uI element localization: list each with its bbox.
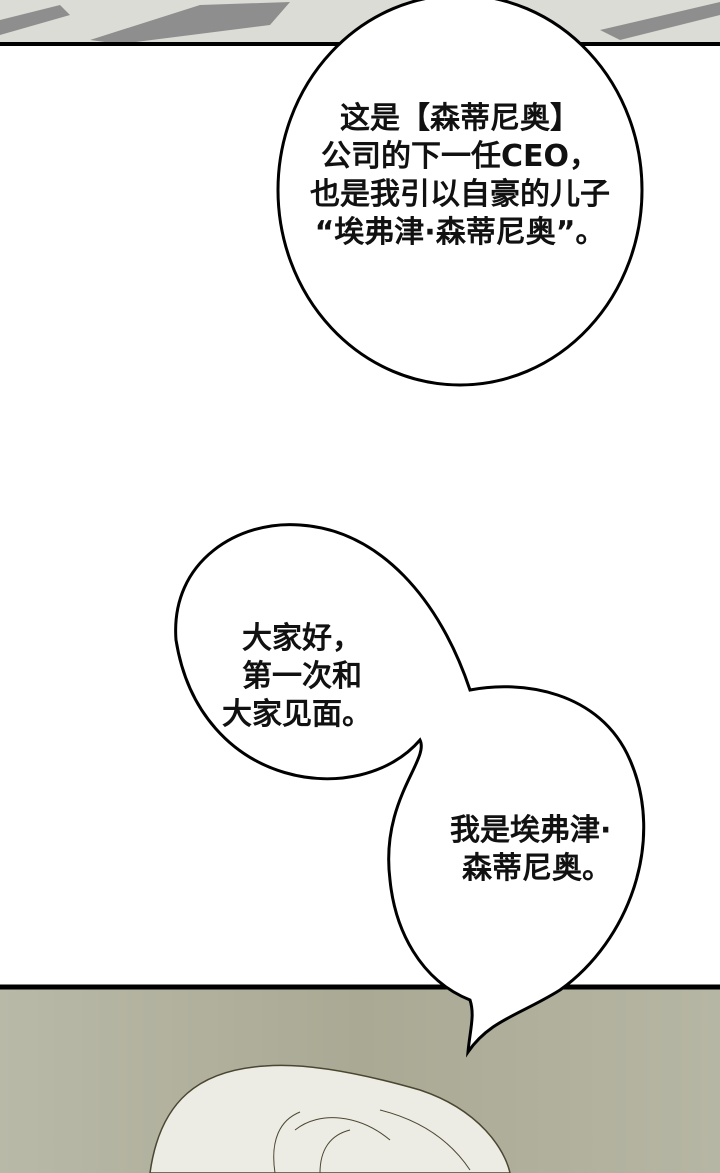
bottom-panel — [0, 984, 720, 1173]
dialogue-line: 大家见面。 — [222, 697, 372, 732]
bubble-top-text: 这是【森蒂尼奥】 公司的下一任CEO， 也是我引以自豪的儿子 “埃弗津·森蒂尼奥… — [280, 100, 640, 252]
bubble-left-text: 大家好， 第一次和 大家见面。 — [222, 620, 372, 734]
dialogue-line: 公司的下一任CEO， — [320, 139, 599, 174]
bubble-right-text: 我是埃弗津· 森蒂尼奥。 — [450, 812, 612, 888]
dialogue-line: 我是埃弗津· — [450, 813, 612, 848]
dialogue-line: 这是【森蒂尼奥】 — [340, 101, 580, 136]
dialogue-line: 第一次和 — [242, 659, 362, 694]
dialogue-line: 森蒂尼奥。 — [462, 851, 612, 886]
speech-bubble-top — [276, 0, 644, 387]
dialogue-line: 也是我引以自豪的儿子 — [310, 177, 610, 212]
dialogue-line: 大家好， — [242, 621, 362, 656]
dialogue-line: “埃弗津·森蒂尼奥”。 — [314, 215, 606, 250]
character-hair — [149, 1064, 511, 1173]
speech-bubble-bottom — [174, 523, 646, 1058]
